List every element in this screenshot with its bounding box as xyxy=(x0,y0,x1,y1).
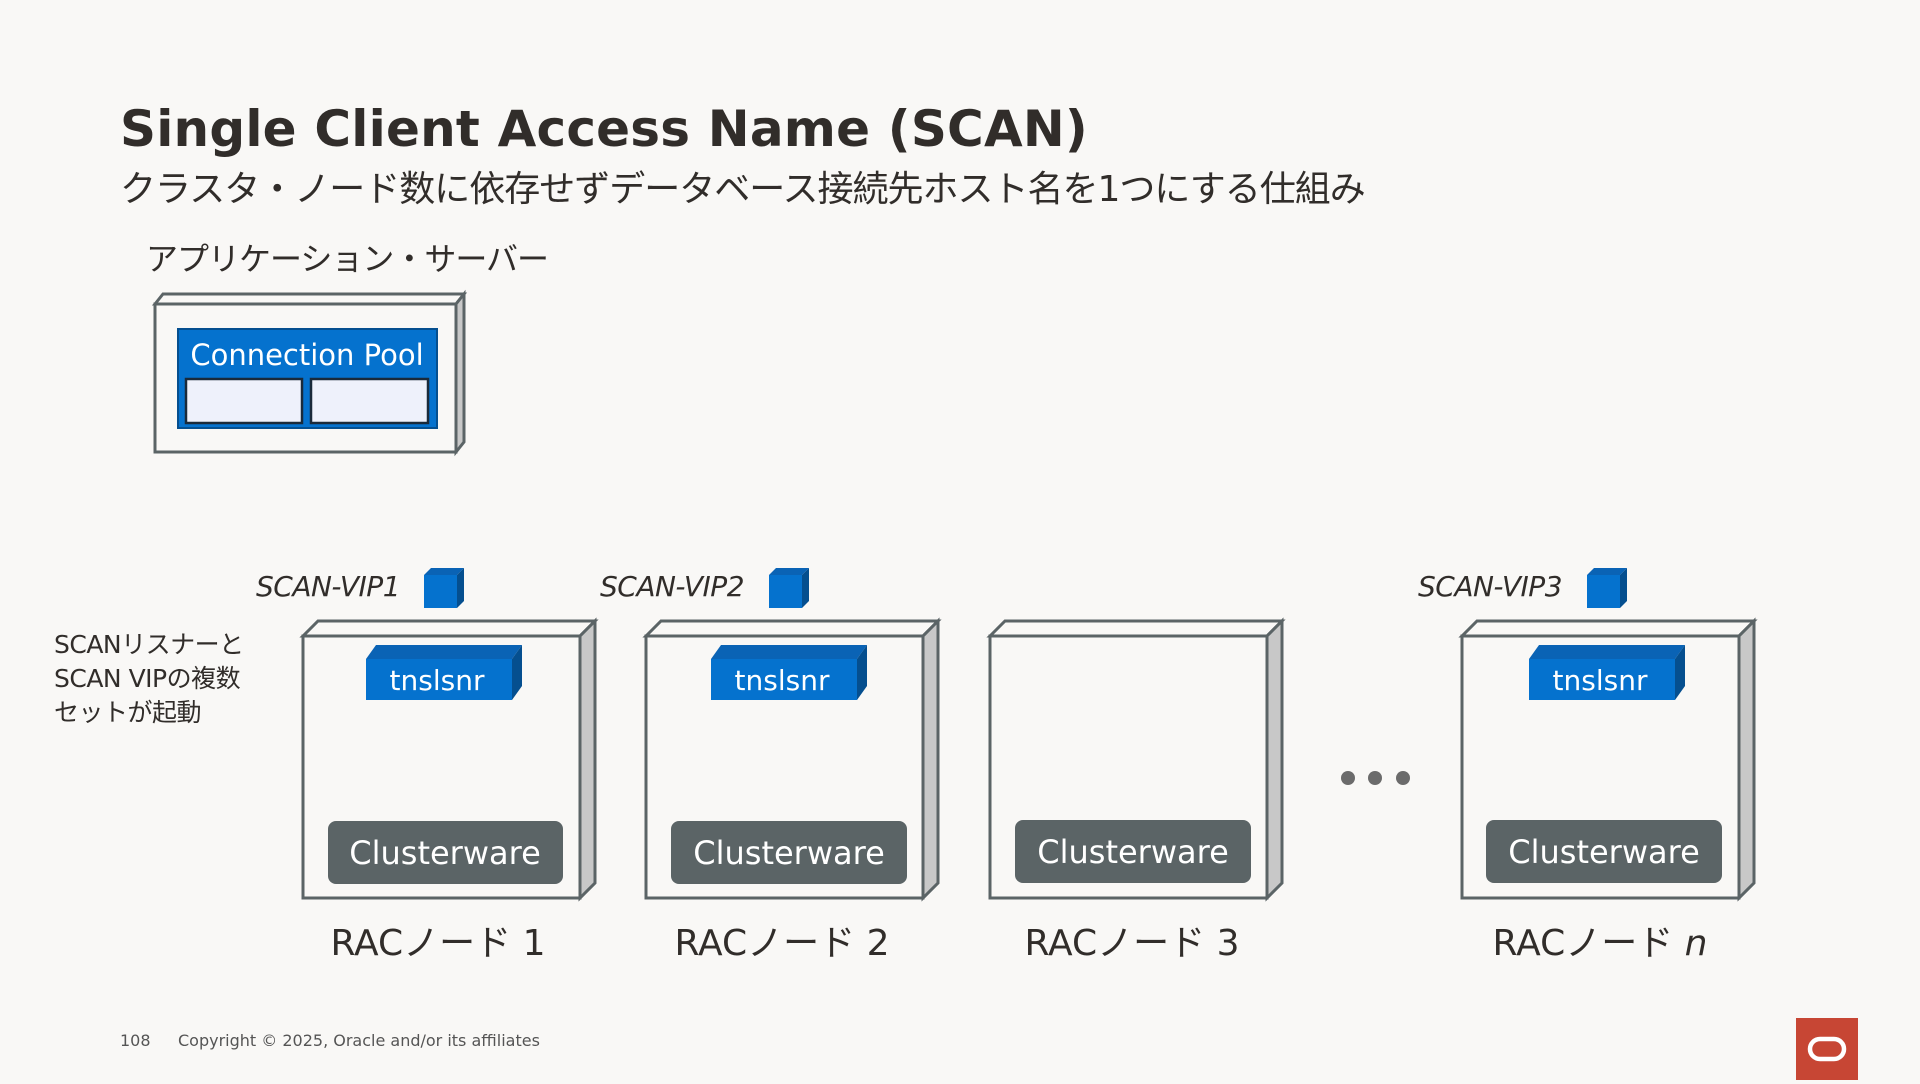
tnslsnr-node-1: tnslsnr xyxy=(366,645,522,700)
app-server-label: アプリケーション・サーバー xyxy=(146,240,549,278)
scan-vip-3-cube xyxy=(1587,568,1627,608)
scan-vip-2-cube xyxy=(769,568,809,608)
clusterware-label: Clusterware xyxy=(349,834,541,872)
clusterware-node-3: Clusterware xyxy=(1015,820,1251,883)
scan-vip-1-label: SCAN-VIP1 xyxy=(256,570,401,603)
node-label-text: RACノード 2 xyxy=(674,923,890,964)
tnslsnr-node-2: tnslsnr xyxy=(711,645,867,700)
page-number: 108 xyxy=(120,1031,151,1050)
scan-vip-2-label: SCAN-VIP2 xyxy=(600,570,745,603)
oracle-logo-icon xyxy=(1796,1018,1858,1080)
connection-pool-label: Connection Pool xyxy=(190,338,423,372)
node-label-suffix: n xyxy=(1684,923,1708,964)
node-label-text: RACノード 3 xyxy=(1024,923,1240,964)
rac-node-1-label: RACノード 1 xyxy=(288,914,588,966)
tnslsnr-node-n: tnslsnr xyxy=(1529,645,1685,700)
scan-vip-3-label: SCAN-VIP3 xyxy=(1418,570,1563,603)
page-title: Single Client Access Name (SCAN) xyxy=(120,100,1088,158)
scan-note: SCANリスナーと SCAN VIPの複数 セットが起動 xyxy=(54,630,244,727)
pool-connection-slot xyxy=(184,377,304,425)
rac-node-3-label: RACノード 3 xyxy=(982,914,1282,966)
connection-pool: Connection Pool xyxy=(177,328,438,429)
tnslsnr-label: tnslsnr xyxy=(390,664,485,697)
copyright-notice: Copyright © 2025, Oracle and/or its affi… xyxy=(178,1031,540,1050)
clusterware-node-1: Clusterware xyxy=(328,821,563,884)
pool-connection-slot xyxy=(309,377,430,425)
more-dots-icon xyxy=(1341,771,1410,785)
clusterware-node-2: Clusterware xyxy=(671,821,907,884)
node-label-text: RACノード xyxy=(1492,923,1685,964)
node-label-text: RACノード 1 xyxy=(330,923,546,964)
clusterware-label: Clusterware xyxy=(693,834,885,872)
page-subtitle: クラスタ・ノード数に依存せずデータベース接続先ホスト名を1つにする仕組み xyxy=(120,169,1366,210)
clusterware-label: Clusterware xyxy=(1508,833,1700,871)
tnslsnr-label: tnslsnr xyxy=(1553,664,1648,697)
clusterware-label: Clusterware xyxy=(1037,833,1229,871)
clusterware-node-n: Clusterware xyxy=(1486,820,1722,883)
tnslsnr-label: tnslsnr xyxy=(735,664,830,697)
scan-vip-1-cube xyxy=(424,568,464,608)
rac-node-n-label: RACノード n xyxy=(1450,914,1750,966)
rac-node-2-label: RACノード 2 xyxy=(632,914,932,966)
